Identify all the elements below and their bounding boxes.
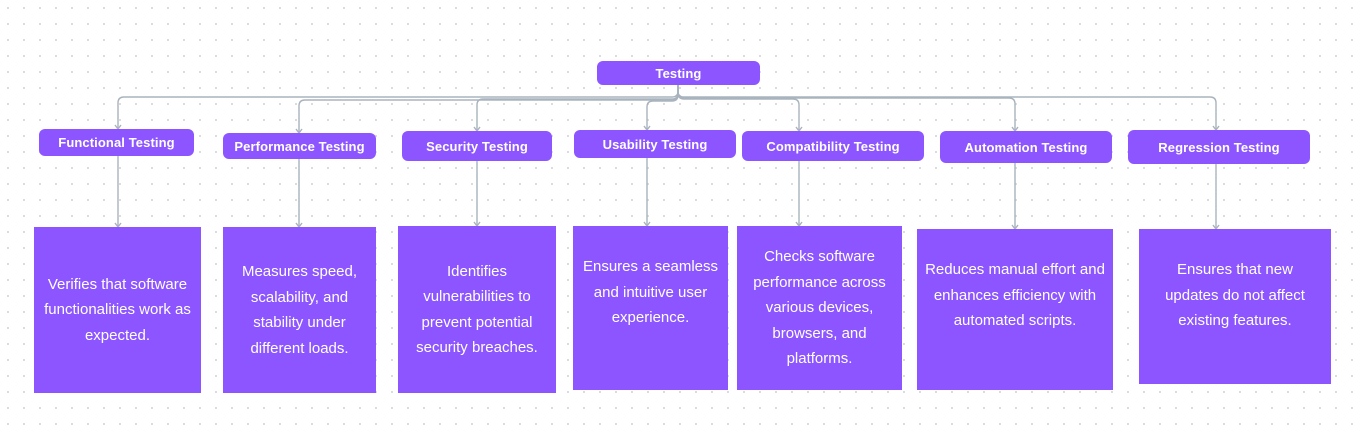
description-card-security: Identifies vulnerabilities to prevent po… bbox=[398, 226, 556, 393]
description-text-usability: Ensures a seamless and intuitive user ex… bbox=[582, 258, 719, 326]
connector-root-to-usability bbox=[646, 85, 679, 130]
connector-root-to-regression bbox=[677, 85, 1217, 130]
branch-node-usability[interactable]: Usability Testing bbox=[574, 130, 736, 158]
description-text-functional: Verifies that software functionalities w… bbox=[44, 275, 191, 344]
connector-root-to-automation bbox=[677, 85, 1016, 131]
description-text-security: Identifies vulnerabilities to prevent po… bbox=[416, 262, 538, 357]
description-card-automation: Reduces manual effort and enhances effic… bbox=[917, 229, 1113, 390]
connector-root-to-functional bbox=[117, 85, 679, 129]
branch-node-compatibility[interactable]: Compatibility Testing bbox=[742, 131, 924, 161]
description-text-performance: Measures speed, scalability, and stabili… bbox=[241, 263, 358, 357]
connector-root-to-performance bbox=[298, 85, 679, 133]
root-node[interactable]: Testing bbox=[597, 61, 760, 85]
connector-root-to-security bbox=[476, 85, 679, 131]
description-text-automation: Reduces manual effort and enhances effic… bbox=[925, 261, 1105, 329]
description-text-regression: Ensures that new updates do not affect e… bbox=[1165, 261, 1305, 329]
branch-node-automation[interactable]: Automation Testing bbox=[940, 131, 1112, 163]
description-card-usability: Ensures a seamless and intuitive user ex… bbox=[573, 226, 728, 390]
branch-node-security[interactable]: Security Testing bbox=[402, 131, 552, 161]
description-text-compatibility: Checks software performance across vario… bbox=[753, 248, 886, 368]
branch-node-regression[interactable]: Regression Testing bbox=[1128, 130, 1310, 164]
branch-node-functional[interactable]: Functional Testing bbox=[39, 129, 194, 156]
connector-root-to-compatibility bbox=[677, 85, 800, 131]
description-card-regression: Ensures that new updates do not affect e… bbox=[1139, 229, 1331, 384]
description-card-compatibility: Checks software performance across vario… bbox=[737, 226, 902, 390]
branch-node-performance[interactable]: Performance Testing bbox=[223, 133, 376, 159]
description-card-performance: Measures speed, scalability, and stabili… bbox=[223, 227, 376, 393]
description-card-functional: Verifies that software functionalities w… bbox=[34, 227, 201, 393]
